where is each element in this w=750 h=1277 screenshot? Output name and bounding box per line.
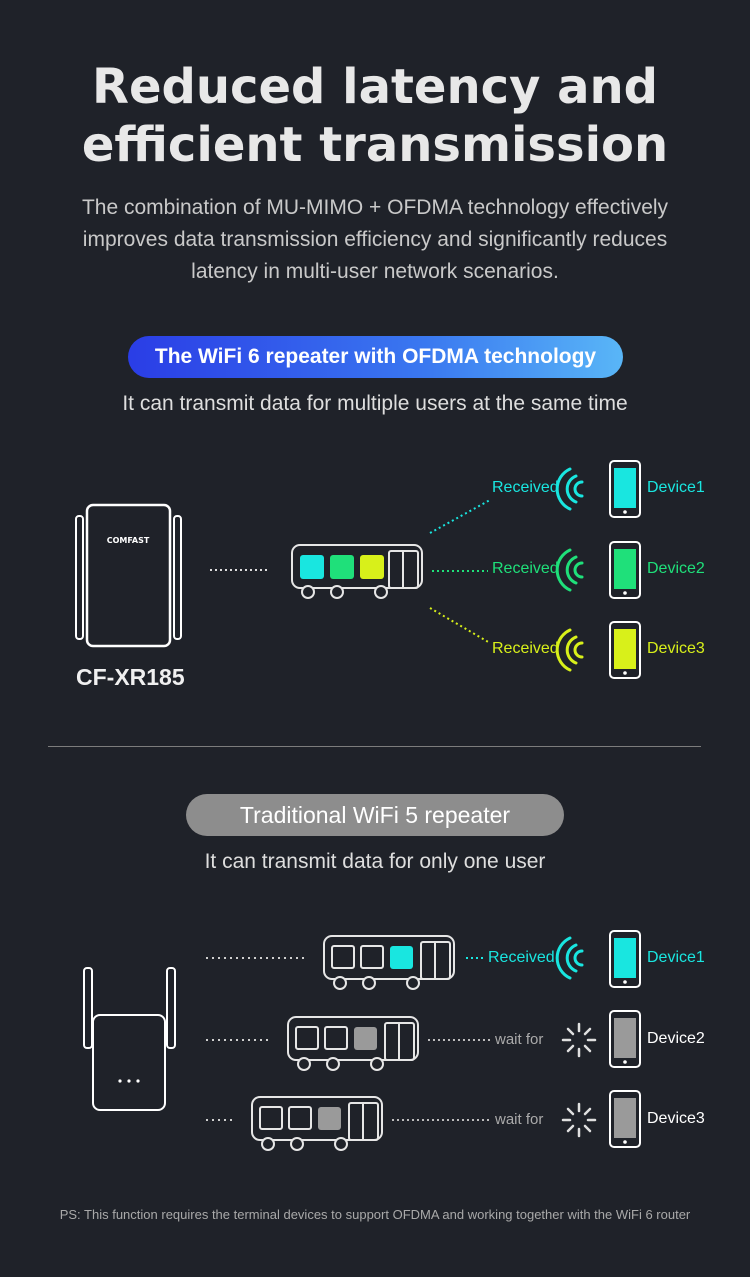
product-model: CF-XR185: [76, 664, 185, 690]
footnote: PS: This function requires the terminal …: [59, 1207, 691, 1222]
packet-3: [360, 555, 384, 579]
wifi5-bus-3-icon: [251, 1096, 383, 1151]
wifi5-device-1: Device1: [647, 949, 705, 966]
phone-icon: [609, 1010, 641, 1068]
page-title: Reduced latency and efficient transmissi…: [0, 58, 750, 174]
title-line-1: Reduced latency and: [91, 59, 658, 115]
phone-icon: [609, 460, 641, 518]
wifi5-bus-1-icon: [323, 935, 455, 990]
description-line-2: improves data transmission efficiency an…: [82, 228, 668, 251]
phone-icon: [609, 930, 641, 988]
wifi6-row-1-graphics: [555, 460, 641, 518]
wifi6-device-1: Device1: [647, 479, 705, 496]
wifi5-row-1-graphics: [555, 930, 641, 988]
title-line-2: efficient transmission: [81, 117, 669, 173]
comfast-logo: COMFAST: [107, 536, 150, 545]
wifi6-device-3: Device3: [647, 640, 705, 657]
wifi6-subtitle: It can transmit data for multiple users …: [122, 392, 628, 415]
wifi5-row-2-graphics: [561, 1010, 641, 1068]
wifi6-device-2: Device2: [647, 560, 705, 577]
wifi5-status-1: Received: [488, 949, 555, 966]
packet-2: [330, 555, 354, 579]
wifi6-status-2: Received: [492, 560, 559, 577]
wifi5-subtitle: It can transmit data for only one user: [204, 850, 546, 873]
wifi5-status-2: wait for: [495, 1031, 544, 1048]
wifi6-row-2-graphics: [555, 541, 641, 599]
section-divider: [48, 746, 701, 747]
wifi5-device-3: Device3: [647, 1110, 705, 1127]
wifi5-bus-2-icon: [287, 1016, 419, 1071]
wifi6-status-1: Received: [492, 479, 559, 496]
packet-1: [300, 555, 324, 579]
phone-icon: [609, 541, 641, 599]
loading-spinner-icon: [561, 1022, 597, 1058]
wifi5-badge: Traditional WiFi 5 repeater: [186, 794, 564, 836]
description-line-3: latency in multi-user network scenarios.: [191, 260, 559, 283]
description: The combination of MU-MIMO + OFDMA techn…: [60, 192, 690, 288]
wifi6-repeater-icon: COMFAST: [75, 503, 182, 648]
phone-icon: [609, 621, 641, 679]
description-line-1: The combination of MU-MIMO + OFDMA techn…: [81, 196, 669, 219]
loading-spinner-icon: [561, 1102, 597, 1138]
phone-icon: [609, 1090, 641, 1148]
wifi6-status-3: Received: [492, 640, 559, 657]
wifi6-row-3-graphics: [555, 621, 641, 679]
wifi5-row-3-graphics: [561, 1090, 641, 1148]
wifi6-badge: The WiFi 6 repeater with OFDMA technolog…: [128, 336, 623, 378]
wifi5-status-3: wait for: [495, 1111, 544, 1128]
wifi6-data-bus-icon: [291, 544, 423, 599]
wifi5-device-2: Device2: [647, 1030, 705, 1047]
wifi5-repeater-icon: [83, 967, 176, 1111]
